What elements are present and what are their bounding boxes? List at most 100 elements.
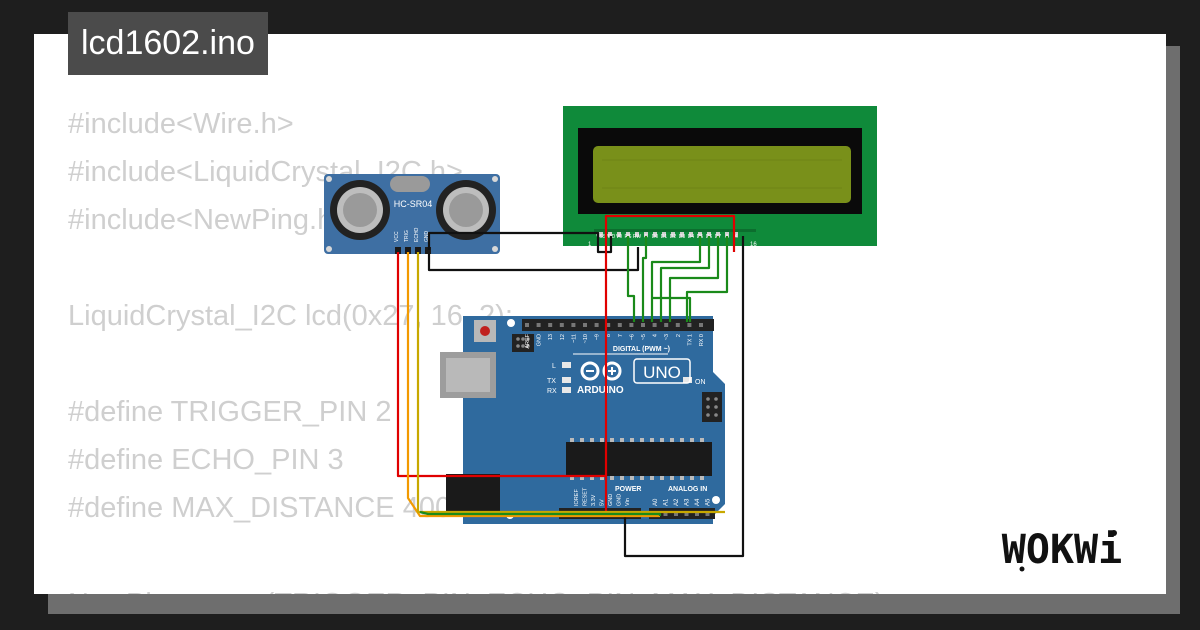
digital-pin[interactable]	[525, 323, 529, 327]
chip-leg	[690, 476, 694, 480]
chip-leg	[590, 476, 594, 480]
lcd-pin[interactable]	[653, 232, 657, 237]
code-line: #define MAX_DISTANCE 400	[68, 492, 452, 524]
digital-pin[interactable]	[617, 323, 622, 327]
power-pin-label: 5V	[600, 499, 606, 506]
led-on	[683, 377, 692, 383]
wokwi-logo: WOKWi	[1002, 527, 1122, 573]
sensor-pin-label: ECHO	[414, 227, 420, 242]
chip-leg	[600, 476, 604, 480]
chip-leg	[700, 476, 704, 480]
digital-pin[interactable]	[594, 323, 599, 327]
digital-pin[interactable]	[536, 323, 541, 327]
chip-leg	[620, 476, 624, 480]
wire-gnd-loop	[427, 247, 640, 272]
wire-sensor-echo	[416, 252, 725, 514]
lcd-pin[interactable]	[680, 232, 684, 237]
wires	[396, 214, 745, 558]
wire-sensor-gnd	[427, 231, 613, 254]
sensor-pin[interactable]	[425, 247, 431, 254]
wokwi-logo-text: WOKWi	[1002, 527, 1122, 573]
wire-lcd-rs	[626, 236, 636, 322]
digital-pin-label: ~10	[583, 334, 589, 343]
lcd-pin-label: K	[734, 234, 738, 240]
lcd-pin[interactable]	[662, 232, 666, 237]
lcd-pin[interactable]	[644, 232, 648, 237]
digital-label: DIGITAL (PWM ~)	[613, 346, 670, 353]
chip-leg	[640, 476, 644, 480]
lcd-pin[interactable]	[635, 232, 639, 237]
lcd-pin[interactable]	[599, 232, 603, 237]
lcd-pin[interactable]	[734, 232, 738, 237]
lcd-pin-label: D2	[670, 234, 677, 240]
sensor-pin[interactable]	[395, 247, 401, 254]
sensor-pin-label: GND	[424, 231, 430, 243]
digital-pin-label: ~11	[571, 334, 577, 343]
wire-green-link	[652, 296, 692, 322]
digital-pin[interactable]	[687, 323, 692, 327]
chip-leg	[670, 438, 674, 442]
lcd-pin-label: D4	[688, 234, 695, 240]
analog-header	[649, 508, 715, 519]
lcd-pin-label: D3	[679, 234, 686, 240]
code-line: NewPing sonar(TRIGGER_PIN, ECHO_PIN, MAX…	[68, 580, 893, 594]
arduino-logo-icon	[580, 361, 622, 381]
lcd-pin[interactable]	[608, 232, 612, 237]
wire-lcd-e	[641, 236, 648, 322]
led-rx	[562, 387, 571, 393]
chip-leg	[620, 438, 624, 442]
analog-pin[interactable]	[695, 512, 699, 516]
analog-pin[interactable]	[663, 512, 668, 516]
digital-pin[interactable]	[641, 323, 645, 327]
lcd-pin[interactable]	[698, 232, 702, 237]
sensor-pin-label: TRIG	[404, 230, 410, 242]
project-title[interactable]: lcd1602.ino	[68, 12, 268, 75]
analog-pin[interactable]	[674, 512, 678, 516]
lcd-pin[interactable]	[626, 232, 630, 237]
lcd-pin-label: V0	[616, 234, 622, 240]
chip-leg	[610, 438, 614, 442]
digital-pin[interactable]	[652, 323, 657, 327]
digital-pin-label: TX 1	[687, 334, 693, 346]
lcd-pin[interactable]	[689, 232, 693, 237]
arduino-model: UNO	[643, 363, 681, 382]
sensor-pin[interactable]	[405, 247, 411, 254]
lcd-pin[interactable]	[671, 232, 675, 237]
chip-leg	[700, 438, 704, 442]
analog-pin[interactable]	[684, 512, 689, 516]
lcd-pin[interactable]	[716, 232, 720, 237]
lcd-pin-last: 16	[750, 242, 757, 248]
led-tx	[562, 377, 571, 383]
digital-pin[interactable]	[548, 323, 553, 327]
digital-pin[interactable]	[571, 323, 576, 327]
power-pin-label: IOREF	[574, 489, 580, 506]
analog-pin[interactable]	[705, 512, 710, 516]
lcd-pin[interactable]	[707, 232, 711, 237]
chip-leg	[570, 438, 574, 442]
digital-pin[interactable]	[675, 323, 680, 327]
analog-pin-label: A1	[664, 498, 670, 506]
digital-pin[interactable]	[699, 323, 703, 327]
wire-sensor-vcc	[396, 252, 606, 478]
chip-leg	[680, 438, 684, 442]
analog-pin-label: A0	[653, 498, 659, 506]
digital-pin[interactable]	[559, 323, 564, 327]
lcd-pin[interactable]	[617, 232, 621, 237]
sensor-pin[interactable]	[415, 247, 421, 254]
digital-pin[interactable]	[606, 323, 611, 327]
lcd-pin[interactable]	[725, 232, 729, 237]
digital-pin[interactable]	[664, 323, 669, 327]
digital-pin-label: GND	[537, 334, 543, 346]
led-l-label: L	[552, 363, 556, 370]
chip-leg	[630, 476, 634, 480]
chip-leg	[660, 438, 664, 442]
digital-pin[interactable]	[583, 323, 587, 327]
digital-pin[interactable]	[629, 323, 634, 327]
power-jack	[446, 474, 500, 512]
chip-leg	[670, 476, 674, 480]
digital-pin-label: ~6	[629, 334, 635, 340]
digital-pin-label: 7	[618, 334, 624, 337]
